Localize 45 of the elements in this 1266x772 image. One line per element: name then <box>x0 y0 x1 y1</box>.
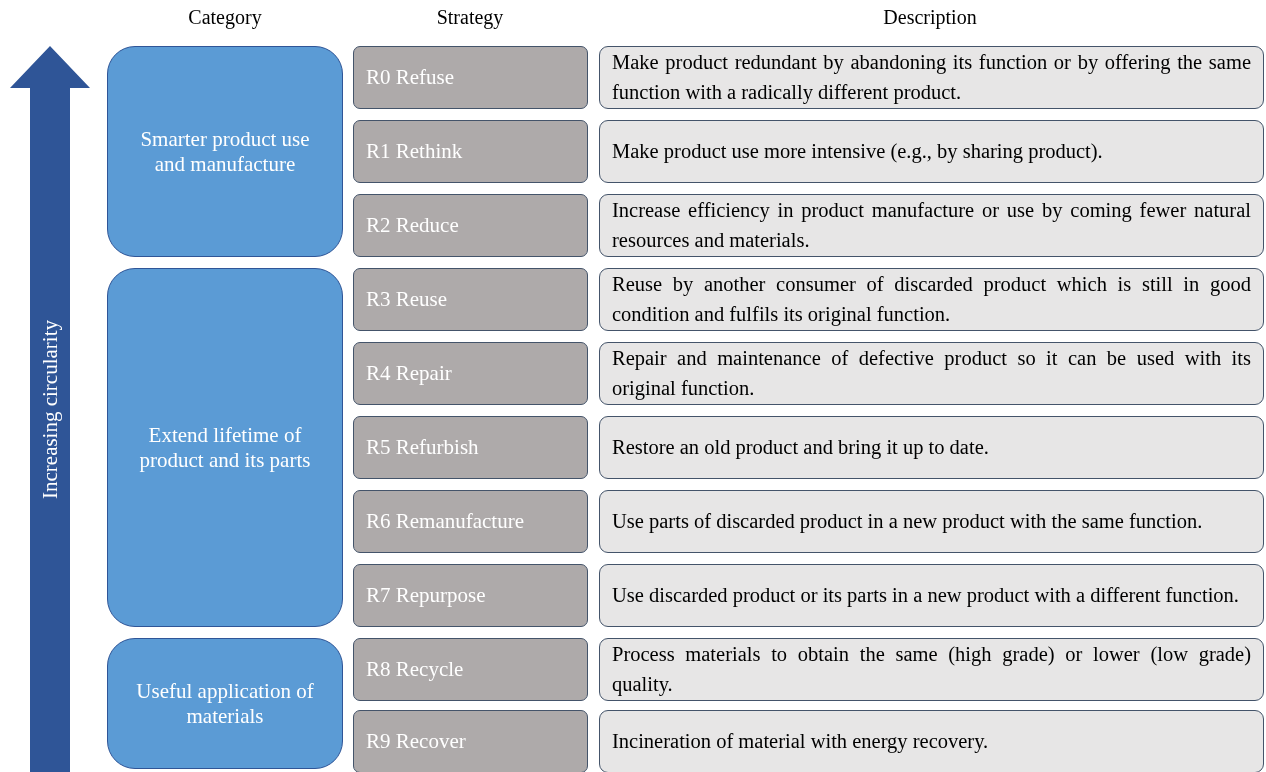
description-text: Reuse by another consumer of discarded product which is still in good condition and fulfils its original function. <box>612 271 1251 328</box>
strategy-box <box>353 342 588 405</box>
strategy-label: R8 Recycle <box>366 657 464 682</box>
description-box <box>599 710 1264 772</box>
category-label: Extend lifetime of product and its parts <box>138 422 312 473</box>
category-box <box>107 46 343 257</box>
strategy-box <box>353 490 588 553</box>
strategy-box <box>353 710 588 772</box>
strategy-box <box>353 268 588 331</box>
strategy-box <box>353 638 588 701</box>
strategy-label: R5 Refurbish <box>366 435 479 460</box>
description-box <box>599 120 1264 183</box>
description-text: Incineration of material with energy recovery. <box>612 728 989 755</box>
description-text: Use discarded product or its parts in a new product with a different function. <box>612 582 1239 609</box>
strategy-box <box>353 564 588 627</box>
description-box <box>599 416 1264 479</box>
arrow-label: Increasing circularity <box>37 319 63 499</box>
column-header: Strategy <box>436 6 504 29</box>
description-text: Restore an old product and bring it up to date. <box>612 434 989 461</box>
description-text: Repair and maintenance of defective product so it can be used with its original function. <box>612 345 1251 402</box>
strategy-label: R7 Repurpose <box>366 583 486 608</box>
description-text: Make product redundant by abandoning its function or by offering the same function with a radically different product. <box>612 49 1251 106</box>
category-label: Useful application of materials <box>135 678 315 729</box>
category-box <box>107 268 343 627</box>
strategy-label: R4 Repair <box>366 361 452 386</box>
column-header: Category <box>188 6 262 29</box>
strategy-box <box>353 46 588 109</box>
category-label: Smarter product use and manufacture <box>139 126 311 177</box>
strategy-label: R9 Recover <box>366 729 466 754</box>
strategy-label: R0 Refuse <box>366 65 455 90</box>
description-text: Make product use more intensive (e.g., by sharing product). <box>612 138 1103 165</box>
strategy-label: R1 Rethink <box>366 139 463 164</box>
strategy-box <box>353 194 588 257</box>
strategy-box <box>353 416 588 479</box>
strategy-label: R2 Reduce <box>366 213 459 238</box>
strategy-label: R3 Reuse <box>366 287 448 312</box>
description-box <box>599 490 1264 553</box>
strategy-label: R6 Remanufacture <box>366 509 525 534</box>
strategy-box <box>353 120 588 183</box>
column-header: Description <box>883 6 977 29</box>
category-box <box>107 638 343 769</box>
description-text: Process materials to obtain the same (high grade) or lower (low grade) quality. <box>612 641 1251 698</box>
description-text: Increase efficiency in product manufacture or use by coming fewer natural resources and materials. <box>612 197 1251 253</box>
description-text: Use parts of discarded product in a new product with the same function. <box>612 508 1203 535</box>
description-box <box>599 564 1264 627</box>
